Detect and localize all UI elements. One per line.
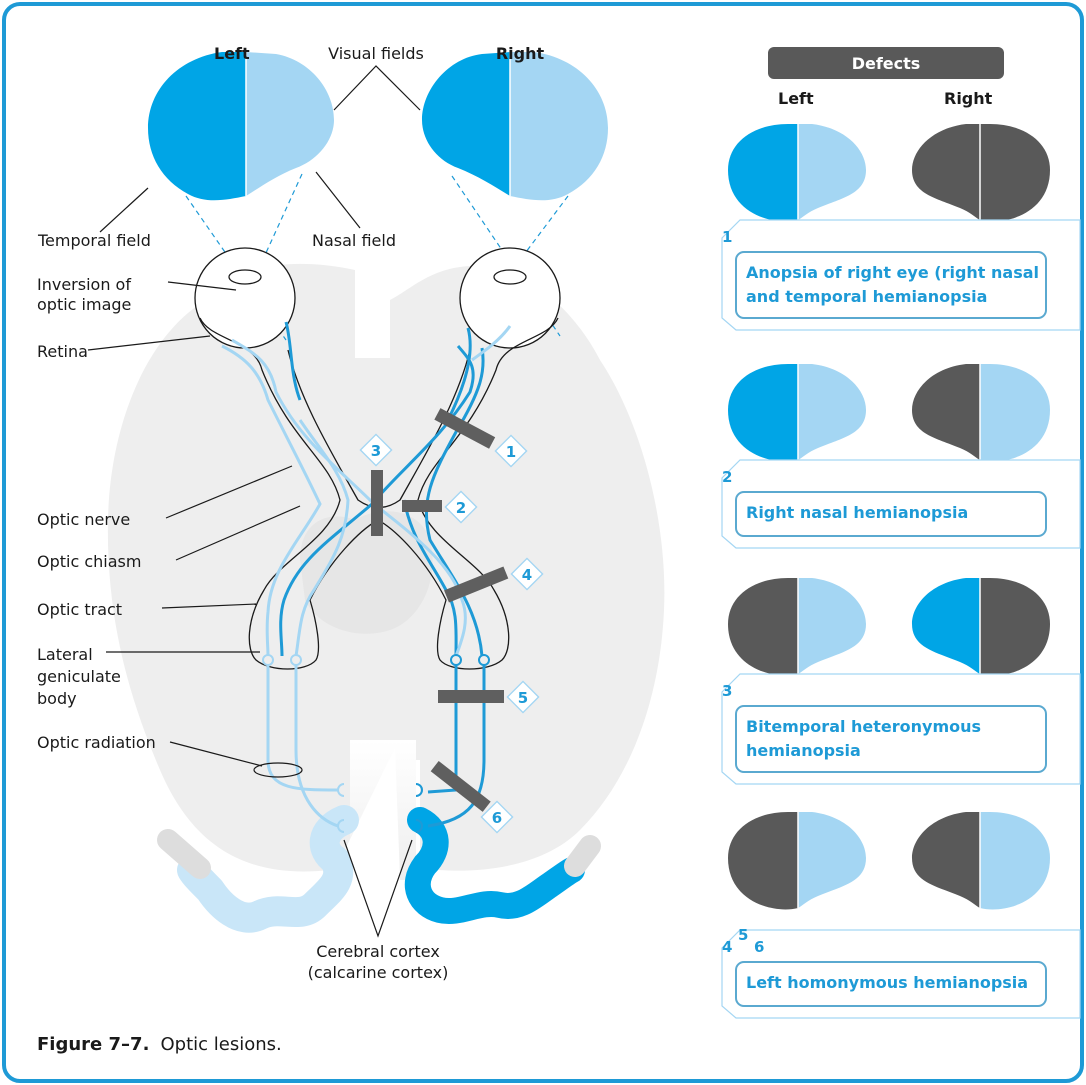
nasal-field-label: Nasal field [312, 231, 396, 250]
optic-tract-label: Optic tract [37, 600, 122, 619]
inversion-label-2: optic image [37, 295, 131, 314]
marker-4-diamond [510, 557, 544, 591]
defect-3-number-1: 3 [722, 682, 732, 700]
left-cortex-fade [157, 829, 211, 879]
marker-4: 4 [522, 566, 532, 584]
lgb-label-1: Lateral [37, 645, 93, 664]
retina-label: Retina [37, 342, 88, 361]
marker-6: 6 [492, 809, 502, 827]
temporal-field-leader [99, 187, 149, 233]
defect-1-right-temporal [980, 124, 1050, 222]
defect-1-caption-2: and temporal hemianopsia [746, 287, 987, 306]
defect-1-number-1: 1 [722, 228, 732, 246]
marker-2-diamond [444, 490, 478, 524]
right-cortex-fade [564, 835, 601, 877]
optic-radiation-ring [253, 762, 303, 778]
right-calcarine-cortex [404, 807, 585, 924]
nasal-field-leader [315, 171, 361, 229]
defect-3-right-temporal [980, 578, 1050, 676]
visual-field-left-label: Left [214, 44, 250, 63]
left-eye [194, 247, 296, 349]
defect-4-number-3: 6 [754, 938, 764, 956]
marker-5: 5 [518, 689, 528, 707]
defect-2-caption-box [735, 491, 1047, 537]
defect-3-caption-box [735, 705, 1047, 773]
defect-2-right-temporal [980, 364, 1050, 462]
optic-nerve-label: Optic nerve [37, 510, 130, 529]
defect-4-number-1: 4 [722, 938, 732, 956]
optic-radiation-label: Optic radiation [37, 733, 156, 752]
defect-1-caption-box [735, 251, 1047, 319]
marker-1: 1 [506, 443, 516, 461]
temporal-field-label: Temporal field [37, 231, 151, 250]
caption-text: Optic lesions. [161, 1034, 282, 1055]
defect-1-caption-1: Anopsia of right eye (right nasal [746, 263, 1039, 282]
visual-fields-leader [333, 65, 421, 111]
defect-1-left-nasal [798, 124, 866, 220]
defect-2-caption-1: Right nasal hemianopsia [746, 503, 968, 522]
defect-4-caption-box [735, 961, 1047, 1007]
label-leaders [87, 281, 413, 938]
defects-header: Defects [852, 54, 921, 73]
marker-6-diamond [480, 800, 514, 834]
left-calcarine-cortex [177, 805, 359, 933]
right-eye [459, 247, 561, 349]
lgb-terminals [262, 654, 490, 833]
defect-4-caption-1: Left homonymous hemianopsia [746, 973, 1028, 992]
defect-4-left-temporal [728, 812, 798, 910]
defect-4-right-nasal [912, 812, 980, 908]
defect-2-right-nasal [912, 364, 980, 460]
defect-3-caption-2: hemianopsia [746, 741, 861, 760]
lesion-bar-1 [434, 408, 496, 449]
visual-fields-label: Visual fields [328, 44, 424, 63]
defect-4-number-2: 5 [738, 926, 748, 944]
defect-3-left-temporal [728, 578, 798, 676]
defect-1-right-nasal [912, 124, 980, 220]
figure-caption: Figure 7–7. Optic lesions. [37, 1034, 282, 1055]
defect-1-left-temporal [728, 124, 798, 222]
defect-3-caption-1: Bitemporal heteronymous [746, 717, 981, 736]
marker-3-diamond [359, 433, 393, 467]
defect-3-left-nasal [798, 578, 866, 674]
defect-2-left-temporal [728, 364, 798, 462]
lesion-bar-6 [430, 760, 491, 812]
cortex-label-1: Cerebral cortex [316, 942, 440, 961]
lesion-bar-4 [444, 566, 509, 603]
marker-2: 2 [456, 499, 466, 517]
lesion-bar-5 [438, 690, 504, 703]
visual-field-right-label: Right [496, 44, 545, 63]
lesion-bar-3 [371, 470, 383, 536]
defects-left-label: Left [778, 89, 814, 108]
defect-2-number-1: 2 [722, 468, 732, 486]
caption-bold: Figure 7–7. [37, 1034, 149, 1055]
lgb-label-3: body [37, 689, 77, 708]
defects-right-label: Right [944, 89, 993, 108]
marker-5-diamond [506, 680, 540, 714]
left-visual-field [148, 52, 334, 201]
defect-2-left-nasal [798, 364, 866, 460]
lgb-label-2: geniculate [37, 667, 121, 686]
right-visual-field [422, 52, 608, 201]
cortex-label-2: (calcarine cortex) [308, 963, 449, 982]
marker-1-diamond [494, 434, 528, 468]
defect-3-right-nasal [912, 578, 980, 674]
defects-header-bar [768, 47, 1004, 79]
optic-chiasm-label: Optic chiasm [37, 552, 141, 571]
inversion-label-1: Inversion of [37, 275, 131, 294]
defect-4-left-nasal [798, 812, 866, 908]
lesion-bar-2 [402, 500, 442, 512]
marker-3: 3 [371, 442, 381, 460]
lesion-bars [371, 408, 509, 812]
defect-4-right-temporal [980, 812, 1050, 910]
